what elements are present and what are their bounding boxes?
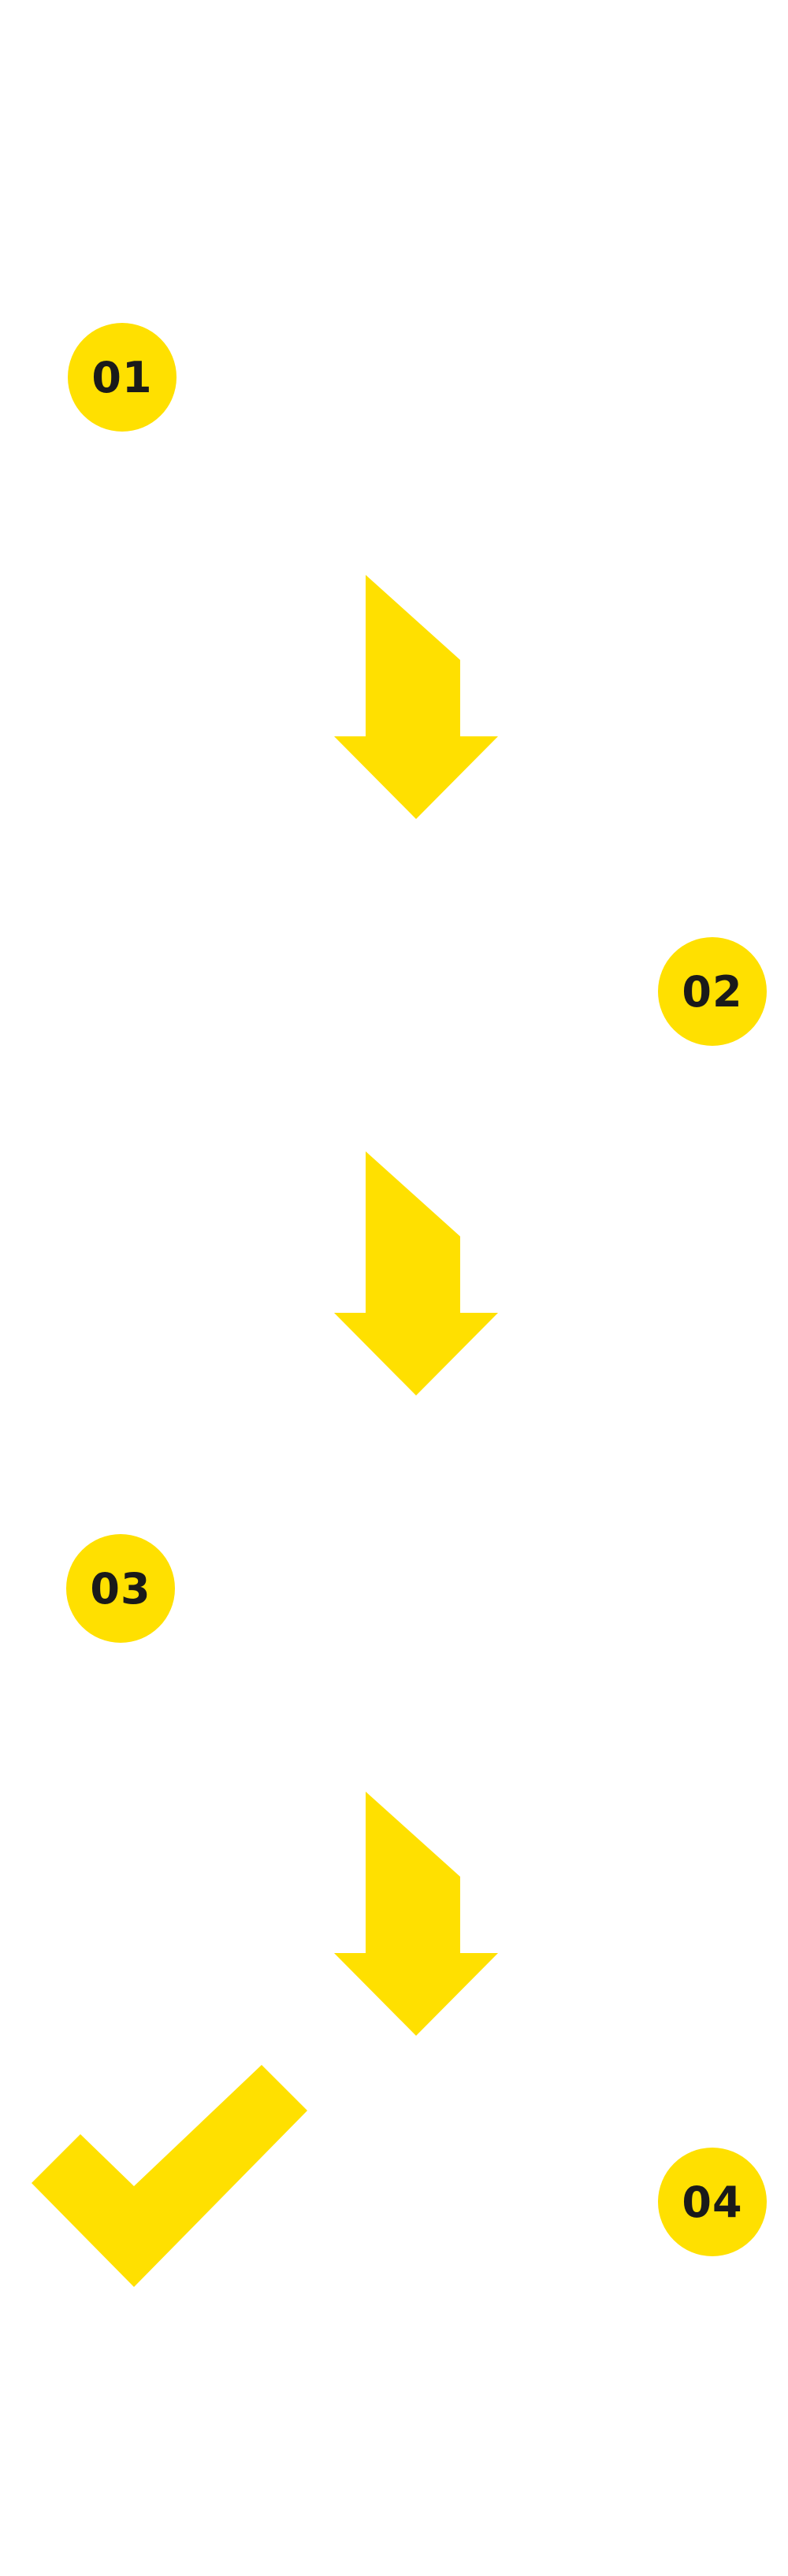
arrow-down-icon xyxy=(334,1792,498,2036)
step-badge-01: 01 xyxy=(68,323,177,432)
arrow-down-icon xyxy=(334,1151,498,1395)
checkmark-icon xyxy=(32,2065,307,2287)
step-badge-02: 02 xyxy=(658,937,767,1046)
step-badge-03: 03 xyxy=(66,1534,175,1643)
step-number: 01 xyxy=(91,352,153,402)
step-badge-04: 04 xyxy=(658,2148,767,2256)
arrow-down-icon xyxy=(334,575,498,819)
step-number: 03 xyxy=(90,1563,151,1614)
step-number: 04 xyxy=(682,2177,743,2227)
step-number: 02 xyxy=(682,966,743,1017)
